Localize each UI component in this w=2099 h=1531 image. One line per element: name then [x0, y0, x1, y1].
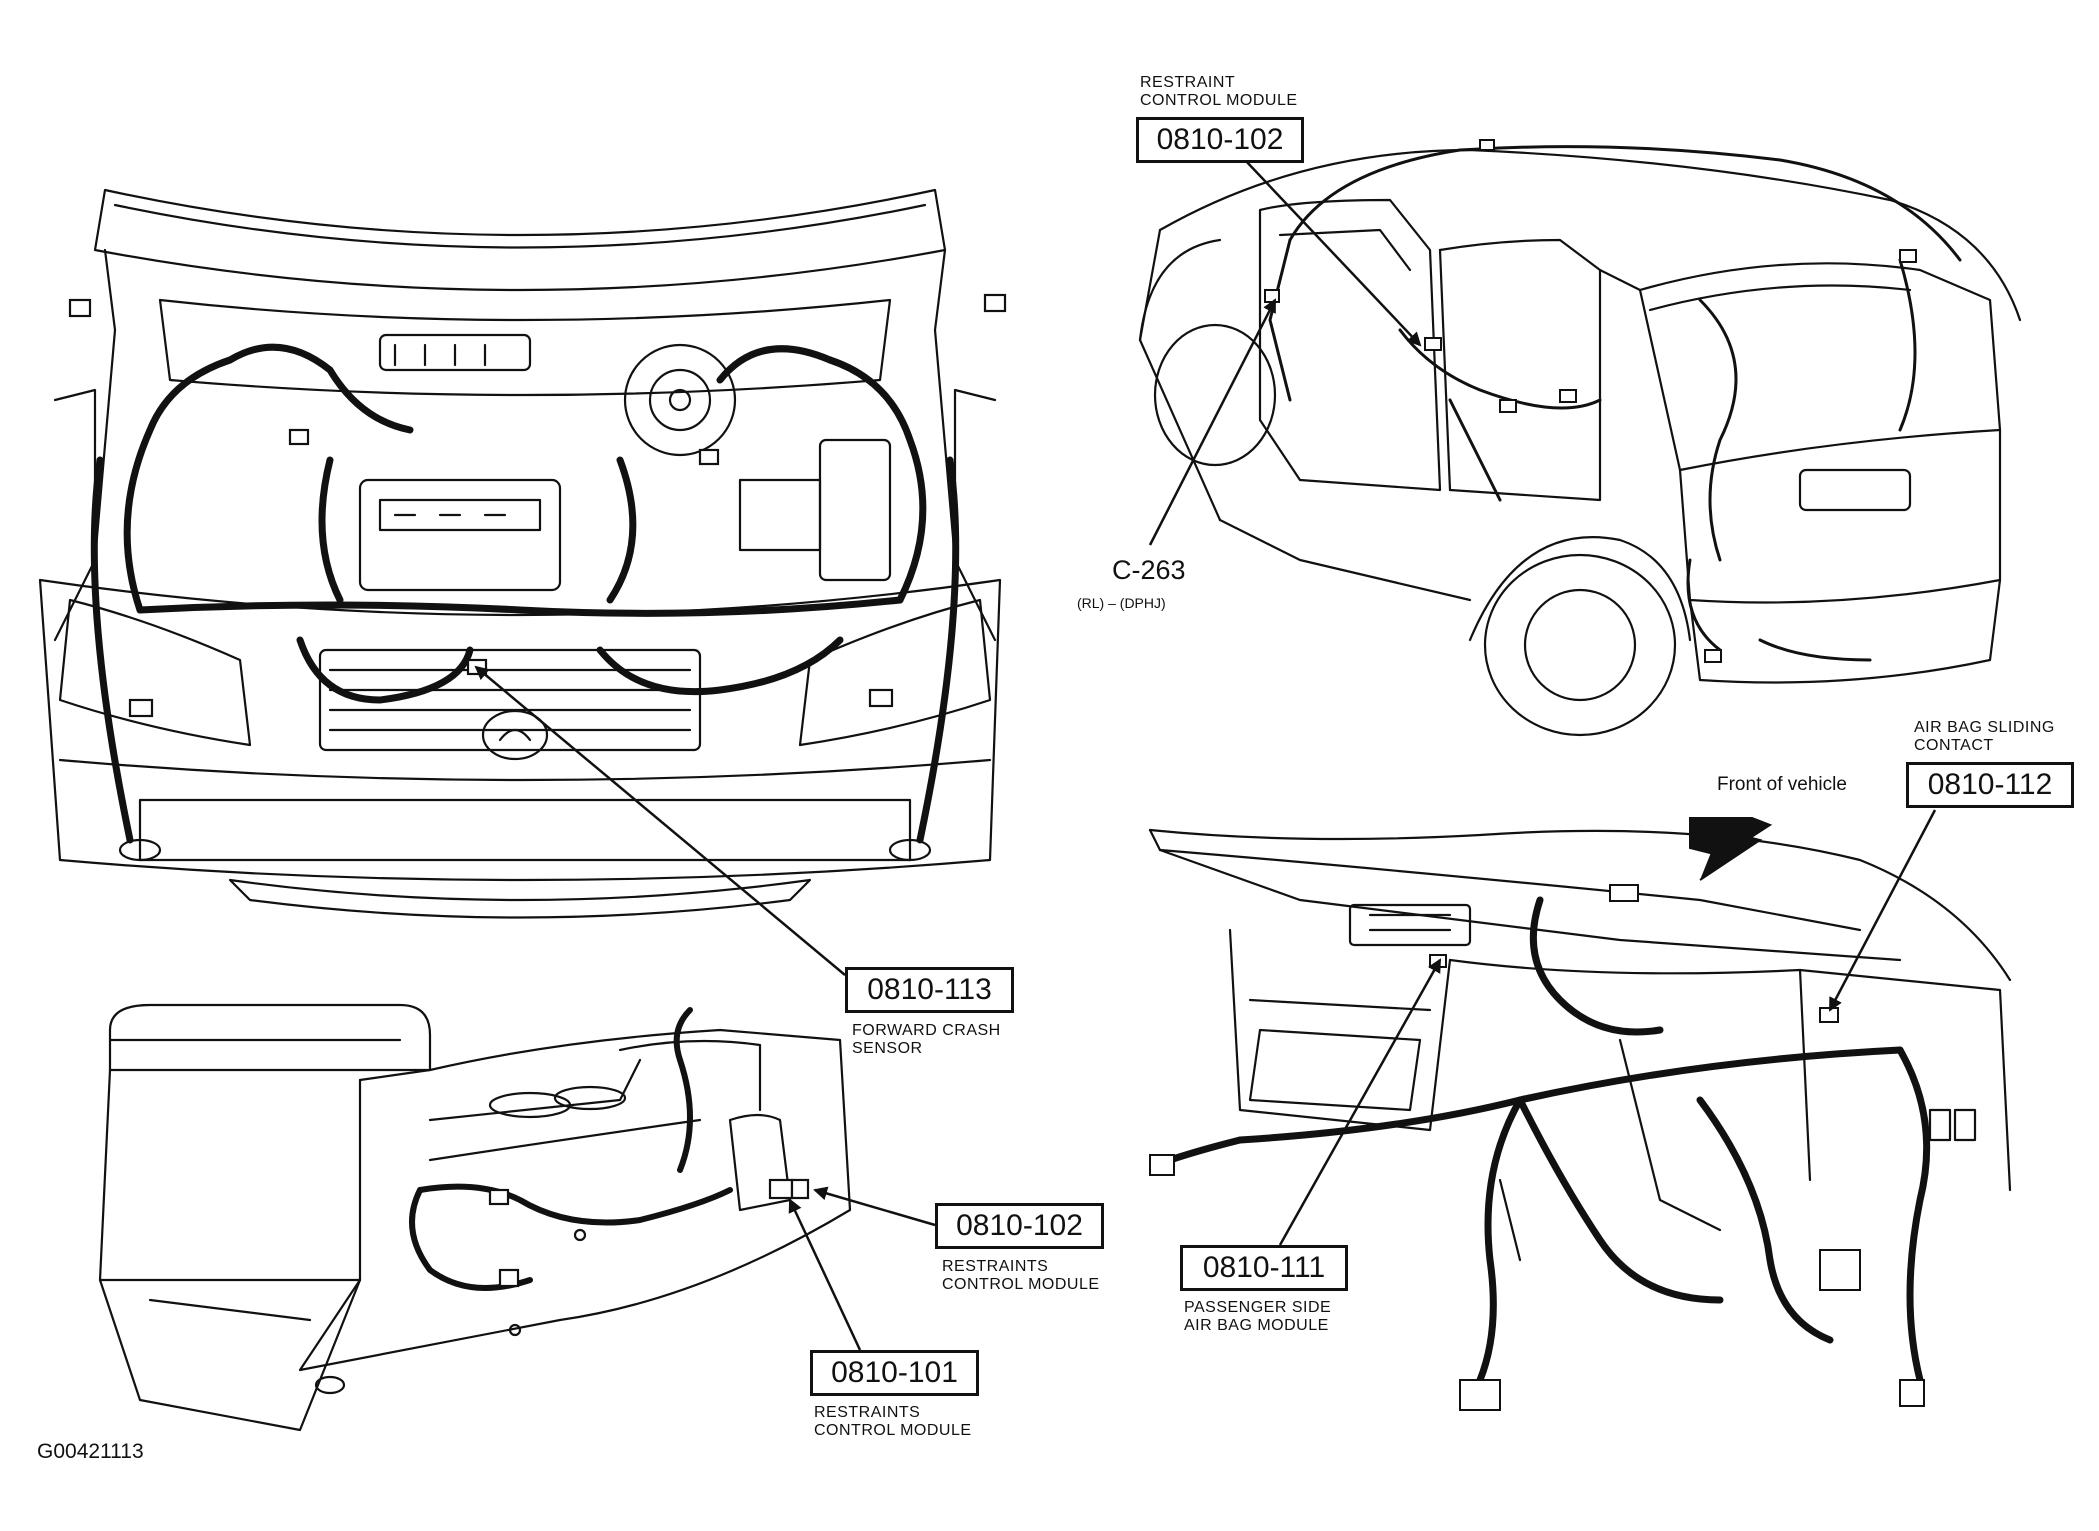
front-of-vehicle-label: Front of vehicle — [1717, 774, 1847, 795]
connector-c263-label: C-263 — [1112, 555, 1186, 585]
air-bag-sliding-contact-caption-line-1: AIR BAG SLIDING — [1914, 719, 2055, 736]
passenger-air-bag-caption-line-1: PASSENGER SIDE — [1184, 1299, 1332, 1316]
console-connectors — [488, 1178, 810, 1288]
passenger-air-bag-callout: 0810-111 — [1180, 1245, 1348, 1291]
forward-crash-sensor-caption-line-2: SENSOR — [852, 1040, 923, 1057]
console-rcm-caption-102: RESTRAINTS CONTROL MODULE — [942, 1258, 1100, 1294]
engine-bay-harness — [90, 343, 960, 844]
rear-rcm-caption-line-2: CONTROL MODULE — [1140, 92, 1298, 109]
passenger-air-bag-leader — [1278, 958, 1442, 1246]
forward-crash-sensor-caption-line-1: FORWARD CRASH — [852, 1022, 1001, 1039]
console-harness — [409, 1007, 733, 1291]
rear-interior-illustration — [1138, 148, 2022, 737]
forward-crash-sensor-caption: FORWARD CRASH SENSOR — [852, 1022, 1001, 1058]
air-bag-sliding-contact-caption-line-2: CONTACT — [1914, 737, 1994, 754]
c263-leader — [1148, 298, 1277, 546]
forward-crash-sensor-callout: 0810-113 — [845, 967, 1014, 1013]
rear-interior-harness — [1268, 145, 1962, 662]
console-rcm-caption-101-line-2: CONTROL MODULE — [814, 1422, 972, 1439]
passenger-air-bag-caption: PASSENGER SIDE AIR BAG MODULE — [1184, 1299, 1331, 1335]
forward-crash-sensor-leader — [474, 665, 846, 976]
rear-rcm-leader — [1244, 159, 1422, 347]
connector-c263-note: (RL) – (DPHJ) — [1077, 595, 1166, 611]
dashboard-illustration — [1148, 828, 2012, 1262]
floor-console-illustration — [98, 1003, 852, 1432]
engine-bay-illustration — [38, 188, 1002, 919]
console-rcm-caption-101-line-1: RESTRAINTS — [814, 1404, 921, 1421]
air-bag-sliding-contact-leader — [1828, 809, 1937, 1012]
console-rcm-leader-upper — [813, 1186, 936, 1227]
rear-rcm-caption-line-1: RESTRAINT — [1140, 74, 1236, 91]
console-rcm-caption-101: RESTRAINTS CONTROL MODULE — [814, 1404, 972, 1440]
console-rcm-caption-102-line-2: CONTROL MODULE — [942, 1276, 1100, 1293]
figure-id: G00421113 — [37, 1440, 144, 1463]
console-rcm-leader-lower — [788, 1198, 862, 1351]
console-rcm-caption-102-line-1: RESTRAINTS — [942, 1258, 1049, 1275]
rear-interior-connectors — [1264, 139, 1917, 663]
rear-rcm-caption: RESTRAINT CONTROL MODULE — [1140, 74, 1298, 110]
engine-bay-connectors — [68, 293, 1007, 718]
air-bag-sliding-contact-caption: AIR BAG SLIDING CONTACT — [1914, 719, 2055, 755]
console-rcm-callout-101: 0810-101 — [810, 1350, 979, 1396]
console-rcm-callout-102: 0810-102 — [935, 1203, 1104, 1249]
passenger-air-bag-caption-line-2: AIR BAG MODULE — [1184, 1317, 1329, 1334]
air-bag-sliding-contact-callout: 0810-112 — [1906, 762, 2074, 808]
rear-rcm-callout: 0810-102 — [1136, 117, 1304, 163]
